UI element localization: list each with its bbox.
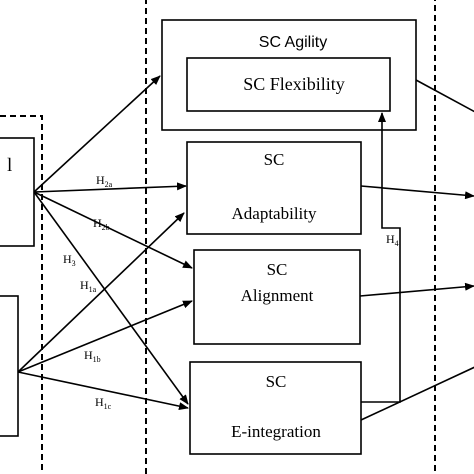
hypothesis-h2a-label: H2a — [96, 173, 113, 189]
left-dashed-group — [0, 115, 43, 474]
arrow-h2b — [33, 191, 193, 269]
sc-flexibility-box — [186, 57, 391, 112]
arrow-e-integration-out — [360, 366, 474, 421]
hypothesis-h2b-label: H2b — [93, 216, 110, 232]
right-dashed-group — [145, 0, 436, 474]
left-top-construct-label: l — [7, 155, 12, 176]
sc-alignment-line2: Alignment — [241, 286, 314, 305]
sc-e-integration-box — [189, 361, 362, 455]
arrow-h4 — [361, 112, 401, 403]
arrow-h2a — [33, 182, 187, 193]
arrow-h1b — [17, 300, 193, 373]
arrow-alignment-out — [359, 282, 474, 297]
left-top-construct-box — [0, 137, 35, 247]
sc-adaptability-line1: SC — [264, 150, 285, 169]
arrow-h1c — [17, 371, 189, 411]
arrow-sc-agility-out — [415, 79, 474, 113]
sc-adaptability-box — [186, 141, 362, 235]
hypothesis-h1c-label: H1c — [95, 395, 112, 411]
hypothesis-h1b-label: H1b — [84, 348, 101, 364]
sc-e-integration-line2: E-integration — [231, 422, 321, 441]
arrow-left-top-to-sc-agility — [33, 75, 161, 193]
arrow-adaptability-out — [360, 185, 474, 200]
hypothesis-h4-label: H4 — [386, 232, 399, 248]
sc-alignment-box — [193, 249, 361, 345]
hypothesis-h3-label: H3 — [63, 252, 76, 268]
arrow-h1a — [17, 212, 185, 373]
hypothesis-h1a-label: H1a — [80, 278, 97, 294]
left-bottom-construct-box — [0, 295, 19, 437]
sc-adaptability-line2: Adaptability — [232, 204, 317, 223]
sc-e-integration-line1: SC — [266, 372, 287, 391]
arrow-h3 — [33, 191, 189, 405]
sc-flexibility-label: SC Flexibility — [243, 74, 345, 94]
sc-agility-title: SC Agility — [259, 34, 327, 51]
sc-alignment-line1: SC — [267, 260, 288, 279]
